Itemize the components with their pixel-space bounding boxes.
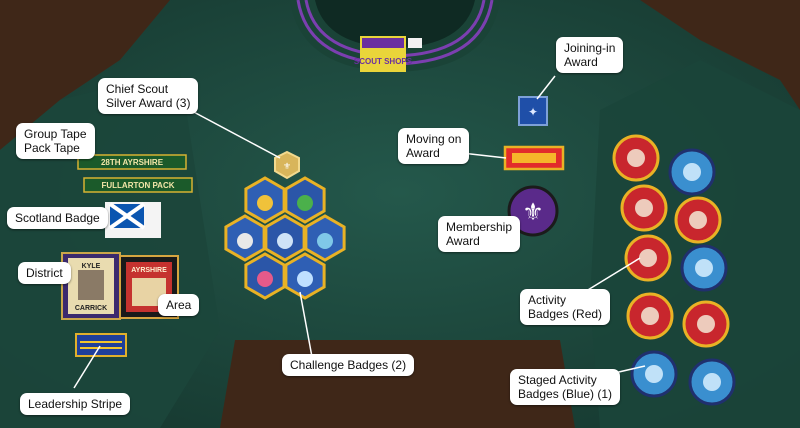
badge-emblem bbox=[695, 259, 713, 277]
label-leadership-stripe: Leadership Stripe bbox=[20, 393, 131, 415]
label-staged-activity-badges: Staged Activity Badges (Blue) (1) bbox=[510, 369, 621, 405]
badge-emblem bbox=[635, 199, 653, 217]
label-group-tape-line1: Group Tape bbox=[24, 127, 87, 141]
challenge-hex-emblem bbox=[257, 271, 273, 287]
challenge-hex-emblem bbox=[297, 195, 313, 211]
group-tape bbox=[77, 154, 187, 170]
label-chief-scout-line2: Silver Award (3) bbox=[106, 96, 191, 110]
joining-in-award-badge: ✦ bbox=[518, 96, 548, 126]
leadership-stripe bbox=[75, 333, 127, 357]
pack-tape bbox=[83, 177, 193, 193]
pack-tape-text: FULLARTON PACK bbox=[101, 181, 174, 190]
label-group-tape-line2: Pack Tape bbox=[24, 141, 80, 155]
label-moving-line2: Award bbox=[406, 146, 440, 160]
label-membership-line1: Membership bbox=[446, 220, 513, 234]
challenge-hex-emblem bbox=[277, 233, 293, 249]
challenge-hex-emblem bbox=[237, 233, 253, 249]
district-badge: KYLE CARRICK bbox=[61, 252, 121, 320]
area-badge-text: AYRSHIRE bbox=[131, 267, 167, 274]
label-membership-line2: Award bbox=[446, 234, 480, 248]
label-scotland-badge: Scotland Badge bbox=[7, 207, 108, 229]
label-activity-line2: Badges (Red) bbox=[528, 307, 603, 321]
label-moving-line1: Moving on bbox=[406, 132, 462, 146]
label-membership-award: Membership Award bbox=[438, 216, 521, 252]
label-staged-line2: Badges (Blue) (1) bbox=[518, 387, 613, 401]
badge-emblem bbox=[627, 149, 645, 167]
label-moving-on-award: Moving on Award bbox=[398, 128, 470, 164]
label-staged-line1: Staged Activity bbox=[518, 373, 597, 387]
challenge-hex-emblem bbox=[257, 195, 273, 211]
badge-emblem bbox=[703, 373, 721, 391]
badge-emblem bbox=[641, 307, 659, 325]
label-joining-in-award: Joining-in Award bbox=[556, 37, 624, 73]
label-challenge-badges: Challenge Badges (2) bbox=[282, 354, 415, 376]
moving-on-award-badge bbox=[503, 145, 565, 171]
label-joining-line1: Joining-in bbox=[564, 41, 616, 55]
badge-emblem bbox=[639, 249, 657, 267]
label-joining-line2: Award bbox=[564, 55, 598, 69]
badge-emblem bbox=[645, 365, 663, 383]
challenge-hex-emblem bbox=[297, 271, 313, 287]
district-badge-top-text: KYLE bbox=[82, 263, 101, 270]
label-group-tape: Group Tape Pack Tape bbox=[16, 123, 95, 159]
membership-fleur-de-lis-icon: ⚜ bbox=[522, 198, 544, 226]
badge-emblem bbox=[697, 315, 715, 333]
neck-opening bbox=[315, 0, 475, 48]
activity-badges bbox=[612, 134, 736, 406]
district-badge-bottom-text: CARRICK bbox=[75, 305, 107, 312]
challenge-badges bbox=[224, 176, 346, 300]
label-activity-badges: Activity Badges (Red) bbox=[520, 289, 611, 325]
challenge-hex-emblem bbox=[317, 233, 333, 249]
label-area: Area bbox=[158, 294, 200, 316]
fleur-de-lis-icon: ⚜ bbox=[283, 162, 291, 172]
label-district: District bbox=[18, 262, 71, 284]
neck-label-text: SCOUT SHOPS bbox=[354, 57, 413, 66]
membership-award-badge: ⚜ bbox=[507, 185, 559, 237]
scotland-badge bbox=[105, 202, 161, 238]
label-chief-scout-line1: Chief Scout bbox=[106, 82, 169, 96]
star-icon: ✦ bbox=[528, 105, 538, 119]
badge-emblem bbox=[689, 211, 707, 229]
label-activity-line1: Activity bbox=[528, 293, 567, 307]
group-tape-text: 28TH AYRSHIRE bbox=[101, 158, 164, 167]
badge-emblem bbox=[683, 163, 701, 181]
label-chief-scout-silver-award: Chief Scout Silver Award (3) bbox=[98, 78, 199, 114]
